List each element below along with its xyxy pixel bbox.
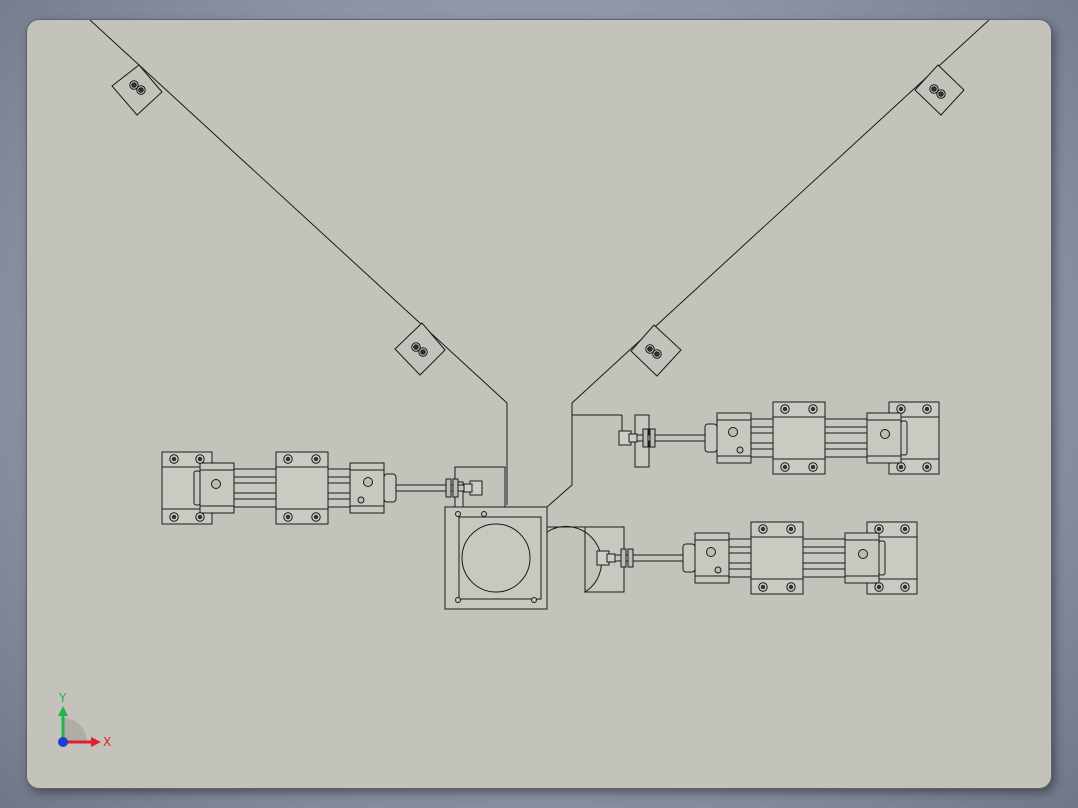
graphics-viewport[interactable]: X Y xyxy=(27,20,1051,788)
cylinder-lower-right[interactable] xyxy=(596,521,918,595)
reference-triad: X Y xyxy=(58,691,111,749)
cylinder-left[interactable] xyxy=(161,451,483,525)
model-scene[interactable]: X Y xyxy=(27,20,1051,788)
cylinder-upper-right[interactable] xyxy=(618,401,940,475)
triad-y-label: Y xyxy=(58,691,67,705)
triad-x-label: X xyxy=(103,735,111,749)
y-frame[interactable] xyxy=(89,20,990,508)
triad-z-axis xyxy=(58,737,68,747)
center-mount-plate[interactable] xyxy=(444,466,625,610)
frame-bolts xyxy=(130,81,945,358)
